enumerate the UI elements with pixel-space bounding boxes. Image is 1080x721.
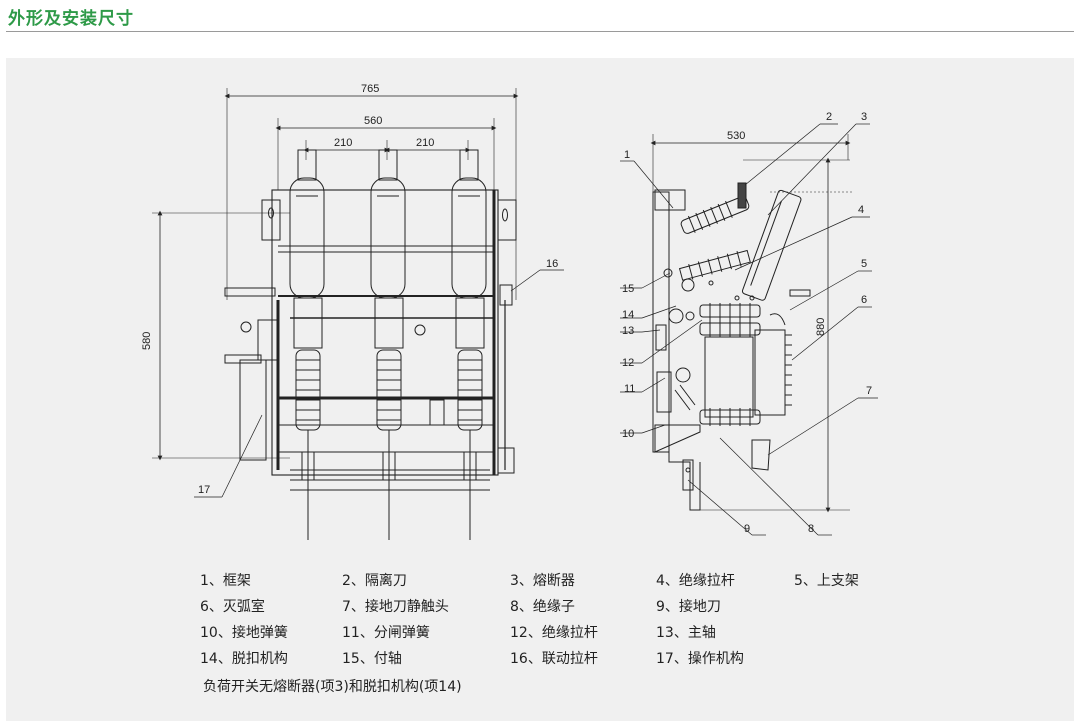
callout-16: 16 <box>546 258 558 270</box>
callout-17: 17 <box>198 484 210 496</box>
callout-13: 13 <box>622 325 634 337</box>
page-title: 外形及安装尺寸 <box>8 9 134 29</box>
legend-note: 负荷开关无熔断器(项3)和脱扣机构(项14) <box>203 679 462 695</box>
dim-pitch-right: 210 <box>416 137 434 149</box>
side-view <box>620 123 878 536</box>
callout-1: 1 <box>624 149 630 161</box>
legend-item: 12、绝缘拉杆 <box>510 625 598 641</box>
callout-5: 5 <box>861 258 867 270</box>
legend-item: 9、接地刀 <box>656 599 721 615</box>
title-divider <box>6 31 1074 32</box>
legend-item: 13、主轴 <box>656 625 716 641</box>
drawing-panel <box>6 58 1074 721</box>
dim-pitch-left: 210 <box>334 137 352 149</box>
legend-item: 17、操作机构 <box>656 651 744 667</box>
legend-item: 14、脱扣机构 <box>200 651 288 667</box>
legend-item: 5、上支架 <box>794 573 859 589</box>
callout-6: 6 <box>861 294 867 306</box>
dim-overall-width: 765 <box>361 83 379 95</box>
callout-15: 15 <box>622 283 634 295</box>
legend-item: 3、熔断器 <box>510 573 575 589</box>
legend-item: 7、接地刀静触头 <box>342 599 449 615</box>
legend-item: 16、联动拉杆 <box>510 651 598 667</box>
legend-item: 10、接地弹簧 <box>200 625 288 641</box>
front-view <box>152 88 564 540</box>
legend-item: 6、灭弧室 <box>200 599 265 615</box>
pole-middle <box>370 149 406 540</box>
pole-right <box>451 149 487 540</box>
callout-4: 4 <box>858 204 864 216</box>
dim-pole-span: 560 <box>364 115 382 127</box>
dim-depth: 530 <box>727 130 745 142</box>
callout-9: 9 <box>744 523 750 535</box>
legend-item: 8、绝缘子 <box>510 599 575 615</box>
callout-7: 7 <box>866 385 872 397</box>
legend-item: 4、绝缘拉杆 <box>656 573 735 589</box>
callout-11: 11 <box>624 383 635 395</box>
legend-item: 15、付轴 <box>342 651 402 667</box>
callout-3: 3 <box>861 111 867 123</box>
callout-8: 8 <box>808 523 814 535</box>
callout-2: 2 <box>826 111 832 123</box>
legend-item: 1、框架 <box>200 573 251 589</box>
callout-14: 14 <box>622 309 634 321</box>
dim-side-height: 880 <box>815 318 827 336</box>
callout-12: 12 <box>622 357 634 369</box>
callout-10: 10 <box>622 428 634 440</box>
legend-item: 11、分闸弹簧 <box>342 625 430 641</box>
legend-item: 2、隔离刀 <box>342 573 407 589</box>
pole-left <box>289 149 325 540</box>
dim-height: 580 <box>141 332 153 350</box>
